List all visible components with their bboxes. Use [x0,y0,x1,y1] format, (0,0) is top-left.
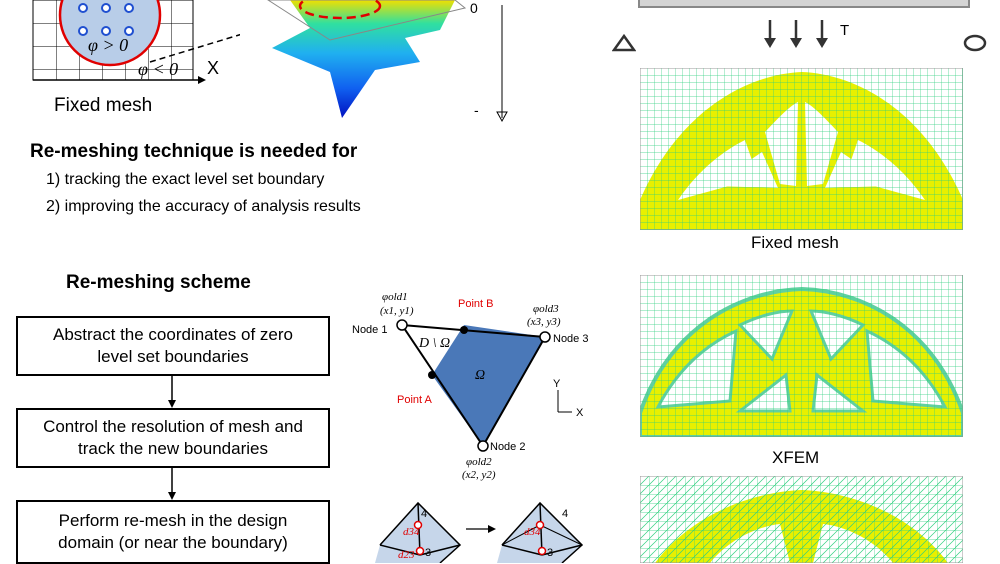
xy1-label: (x1, y1) [380,305,414,317]
axis-x-label: X [576,407,584,419]
roller-support-icon [963,34,987,52]
node-1-label: Node 1 [352,324,388,336]
tetra-n3-right: 3 [547,547,554,559]
tetra-d34-right: d34 [524,526,541,538]
xy3-label: (x3, y3) [527,316,561,328]
tetra-remesh [375,501,584,563]
phi-positive-label: φ > 0 [88,35,129,55]
scheme-step-2-text: Control the resolution of mesh and track… [43,417,303,458]
tetra-n3-left: 3 [425,547,432,559]
phi-old3-label: φold3 [533,303,559,315]
tetra-n4-right: 4 [562,508,569,520]
tetra-n4-left: 4 [421,508,428,520]
triangle-element [396,319,572,452]
scheme-step-3-text: Perform re-mesh in the design domain (or… [58,511,288,552]
point-a-label: Point A [397,394,432,406]
fixed-mesh-sketch-caption: Fixed mesh [54,95,153,116]
scheme-arrows [168,374,176,563]
axis-minus-label: - [474,102,479,118]
phi-negative-label: φ < 0 [138,59,179,79]
load-beam [638,0,970,8]
node-2-label: Node 2 [490,441,526,453]
result-remesh [640,476,963,563]
result-caption-fixed-mesh: Fixed mesh [751,233,839,252]
fixed-mesh-sketch [32,0,240,84]
xy2-label: (x2, y2) [462,469,496,481]
tetra-d23-left: d23 [398,549,415,561]
x-axis-label: X [207,58,220,78]
omega-label: Ω [475,368,486,383]
result-caption-xfem: XFEM [772,448,820,467]
phi-old2-label: φold2 [466,456,492,468]
level-set-surface [267,0,508,123]
scheme-step-1-text: Abstract the coordinates of zero level s… [52,325,294,366]
remesh-needed-item-1: 1) tracking the exact level set boundary [46,171,325,188]
scheme-title: Re-meshing scheme [66,272,251,293]
result-fixed-mesh [640,68,963,230]
remesh-needed-heading: Re-meshing technique is needed for [30,141,358,162]
axis-zero-label: 0 [470,0,478,16]
load-arrows [764,20,828,48]
node-3-label: Node 3 [553,333,589,345]
phi-old1-label: φold1 [382,291,408,303]
axis-y-label: Y [553,378,561,390]
load-label: T [840,22,850,39]
pin-support-icon [612,34,636,52]
remesh-needed-item-2: 2) improving the accuracy of analysis re… [46,198,361,215]
result-xfem [640,275,963,437]
scheme-step-1: Abstract the coordinates of zero level s… [16,316,330,376]
d-minus-omega-label: D \ Ω [419,336,451,351]
tetra-d34-left: d34 [403,526,420,538]
point-b-label: Point B [458,298,494,310]
scheme-step-2: Control the resolution of mesh and track… [16,408,330,468]
scheme-step-3: Perform re-mesh in the design domain (or… [16,500,330,564]
